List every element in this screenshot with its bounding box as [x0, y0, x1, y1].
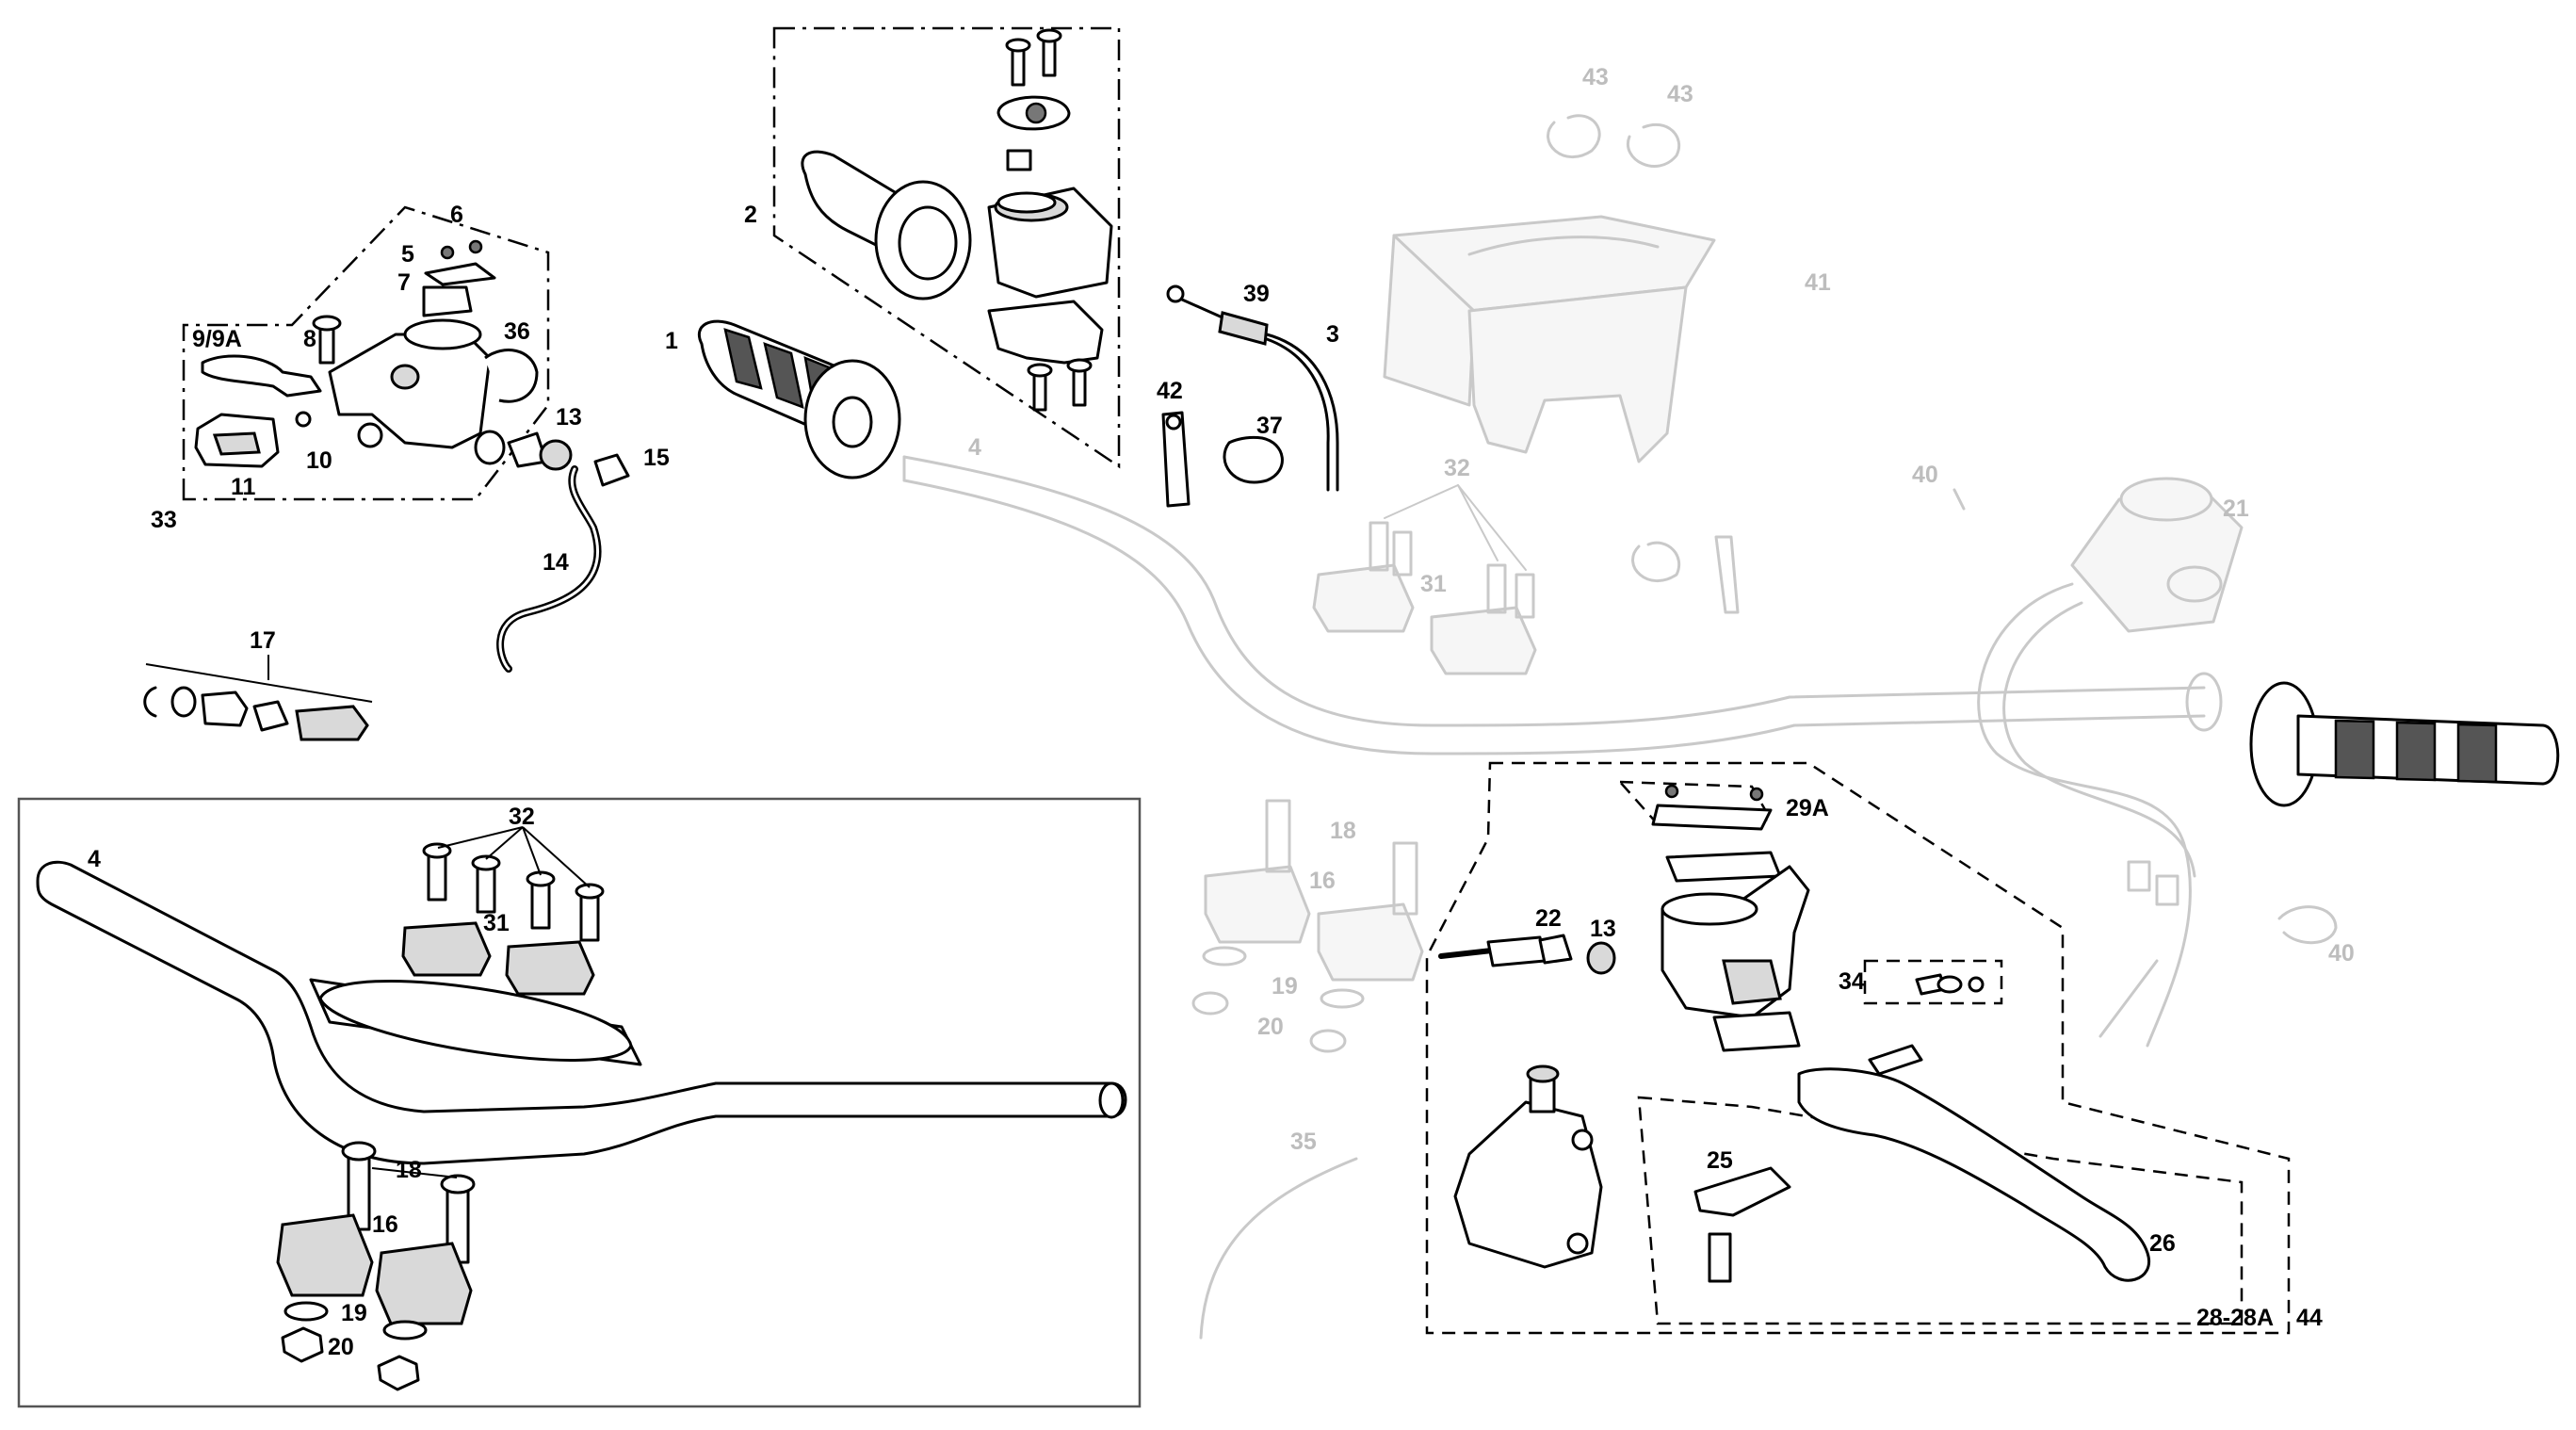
- label-35: 35: [1290, 1129, 1317, 1155]
- label-20-inset: 20: [328, 1334, 354, 1360]
- label-10: 10: [306, 447, 332, 474]
- label-7: 7: [397, 269, 411, 296]
- label-8: 8: [303, 326, 316, 352]
- label-9: 9/9A: [192, 326, 242, 352]
- clutch-lever-assembly: [182, 205, 550, 501]
- label-1: 1: [665, 328, 678, 354]
- label-44: 44: [2296, 1305, 2323, 1331]
- label-13-clutch: 13: [556, 404, 582, 431]
- label-13-brake: 13: [1590, 916, 1616, 942]
- label-36: 36: [504, 318, 530, 345]
- label-28: 28-28A: [2196, 1305, 2274, 1331]
- label-11: 11: [231, 474, 256, 500]
- label-40-top: 40: [1912, 462, 1938, 488]
- left-grip: [698, 319, 901, 479]
- label-39: 39: [1243, 281, 1270, 307]
- label-4-inset: 4: [88, 846, 101, 872]
- label-6: 6: [450, 202, 463, 228]
- label-32-ghost: 32: [1444, 455, 1470, 481]
- label-18-ghost: 18: [1330, 818, 1356, 844]
- ghost-handlebar-assembly: [902, 114, 2338, 1340]
- label-17: 17: [250, 627, 276, 654]
- throttle-cable: [1161, 284, 1339, 508]
- label-41: 41: [1805, 269, 1831, 296]
- label-14: 14: [543, 549, 569, 576]
- label-29: 29A: [1786, 795, 1829, 821]
- label-19-inset: 19: [341, 1300, 367, 1326]
- label-4-ghost: 4: [968, 434, 981, 461]
- throttle-assembly: [772, 26, 1121, 469]
- front-brake-assembly: [1425, 761, 2291, 1335]
- handlebar-inset: [17, 797, 1142, 1408]
- label-16-ghost: 16: [1309, 868, 1336, 894]
- label-26: 26: [2149, 1230, 2176, 1257]
- label-19-ghost: 19: [1272, 973, 1298, 999]
- label-34: 34: [1839, 968, 1865, 995]
- part-17-set: [143, 655, 373, 741]
- label-3: 3: [1326, 321, 1339, 348]
- label-20-ghost: 20: [1257, 1014, 1284, 1040]
- label-32-inset: 32: [509, 804, 535, 830]
- label-21: 21: [2223, 496, 2249, 522]
- label-16-inset: 16: [372, 1211, 398, 1238]
- label-25: 25: [1707, 1147, 1733, 1174]
- label-40-right: 40: [2328, 940, 2355, 967]
- label-15: 15: [643, 445, 670, 471]
- label-31-inset: 31: [483, 910, 510, 936]
- label-31-ghost: 31: [1420, 571, 1447, 597]
- label-43-right: 43: [1667, 81, 1693, 107]
- label-37: 37: [1256, 413, 1283, 439]
- right-grip: [2249, 681, 2560, 807]
- label-22: 22: [1535, 905, 1562, 932]
- label-5: 5: [401, 241, 414, 268]
- clutch-hose: [474, 430, 630, 673]
- label-42: 42: [1157, 378, 1183, 404]
- ghost-leaders: [1384, 484, 1527, 571]
- label-43-left: 43: [1582, 64, 1609, 90]
- label-18-inset: 18: [396, 1157, 422, 1183]
- label-33: 33: [151, 507, 177, 533]
- label-2: 2: [744, 202, 757, 228]
- callout-labels: 1 2 3 4 4 5 6 7 8 9/9A 10 11 13 13 14 15…: [88, 64, 2355, 1360]
